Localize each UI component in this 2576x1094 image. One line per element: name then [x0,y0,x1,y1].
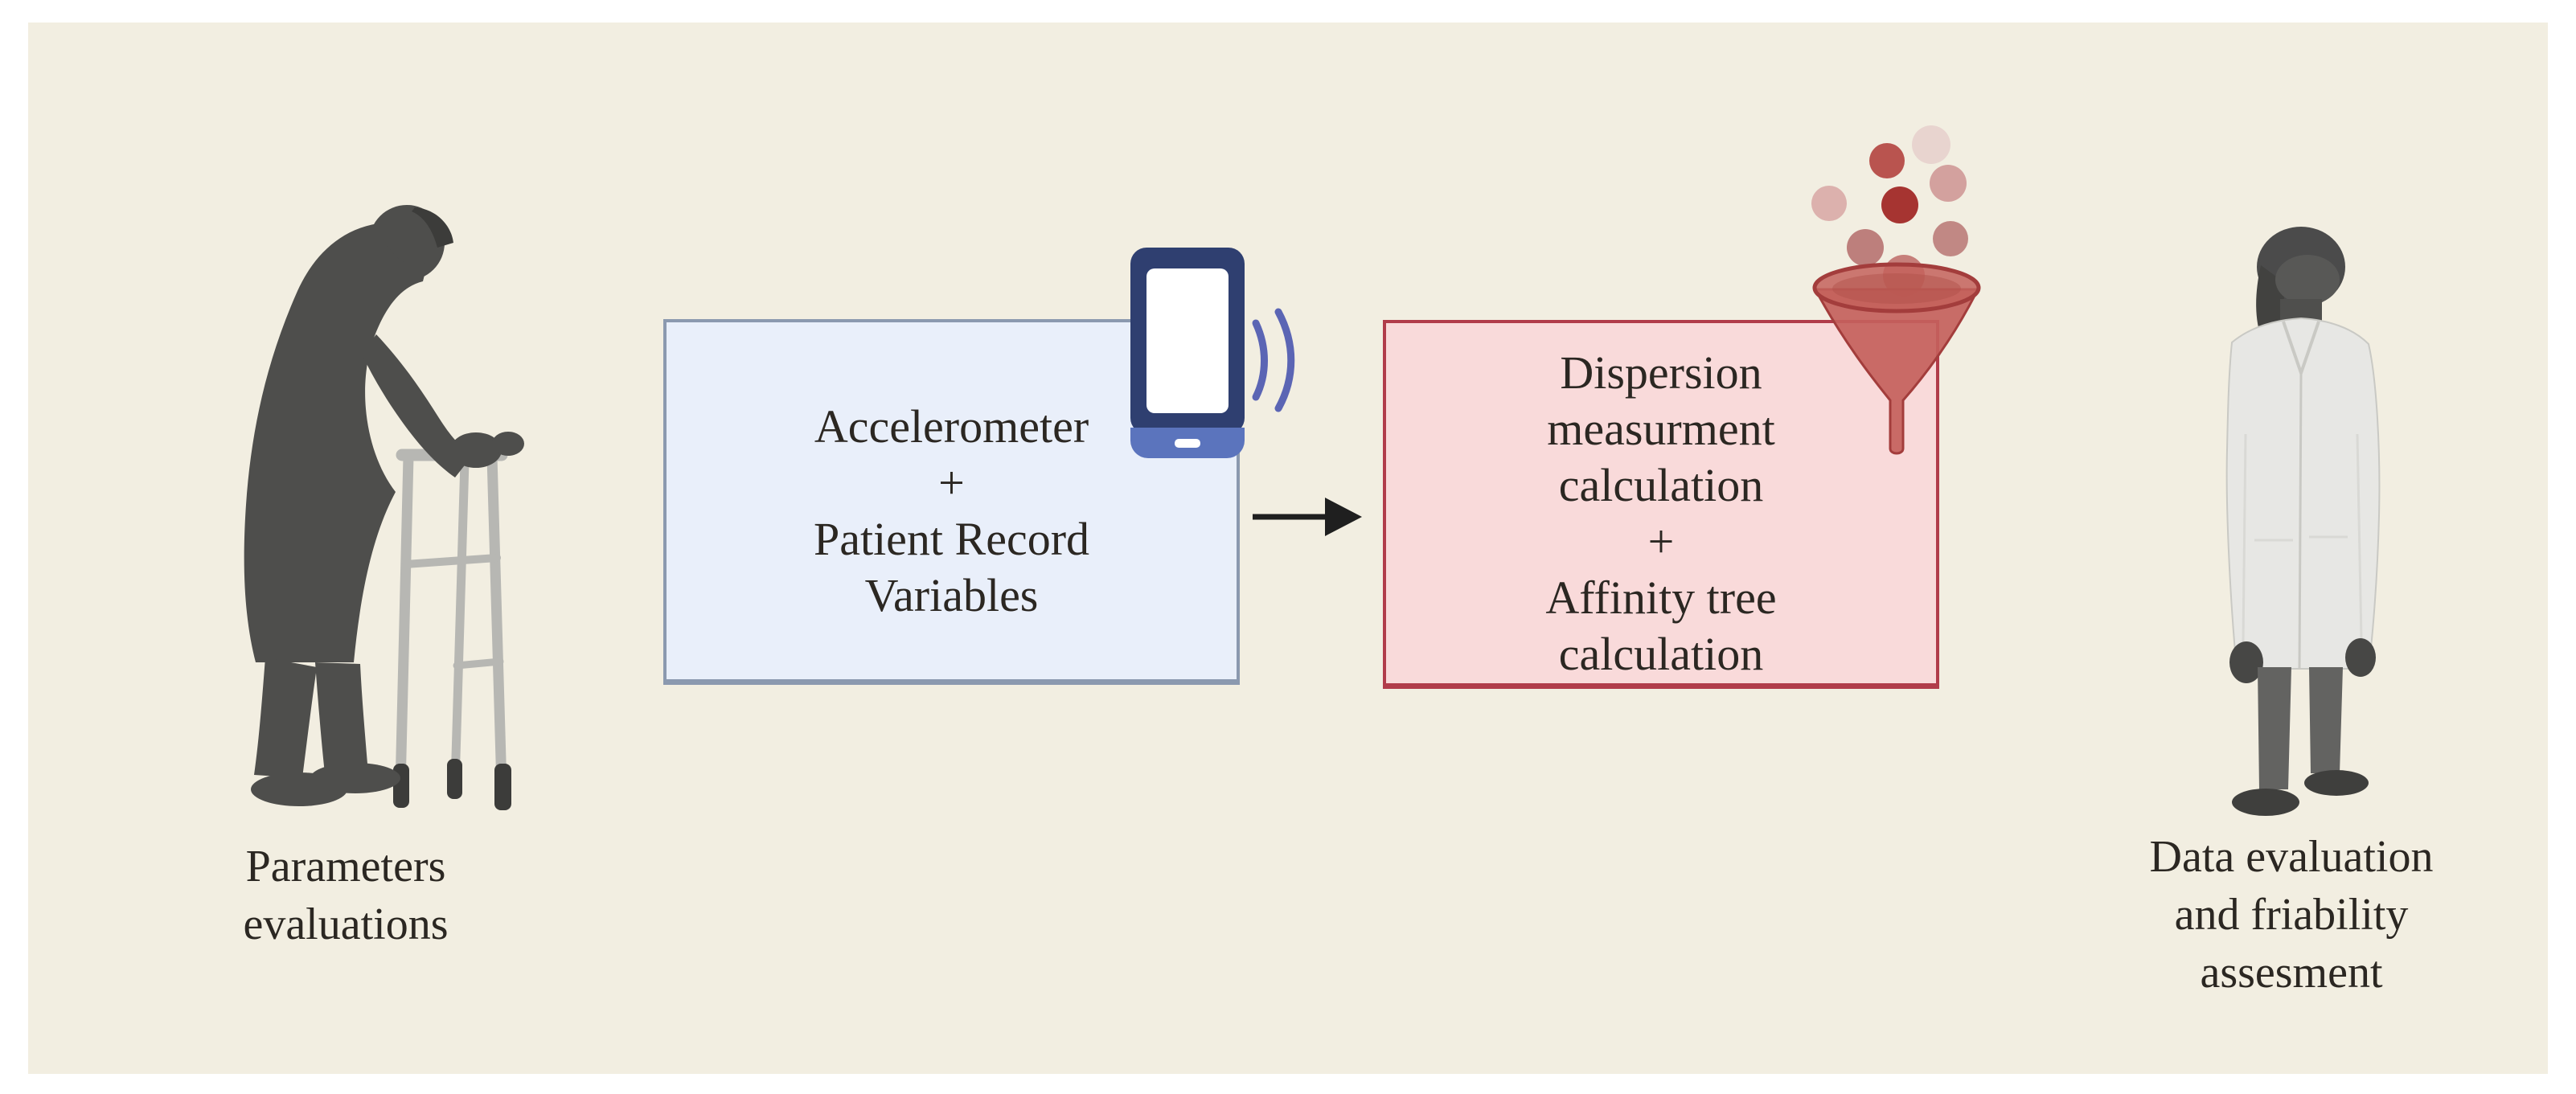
patient-caption: Parameters evaluations [243,842,449,949]
diagram-canvas [28,23,2548,1074]
processing-box-text: Dispersion measurment calculation + Affi… [1545,346,1777,680]
processing-box: Dispersion measurment calculation + Affi… [1383,320,1939,689]
clinician-caption: Data evaluation and friability assesment [2149,832,2434,998]
input-data-box: Accelerometer + Patient Record Variables [663,319,1240,685]
input-data-box-text: Accelerometer + Patient Record Variables [813,400,1090,621]
